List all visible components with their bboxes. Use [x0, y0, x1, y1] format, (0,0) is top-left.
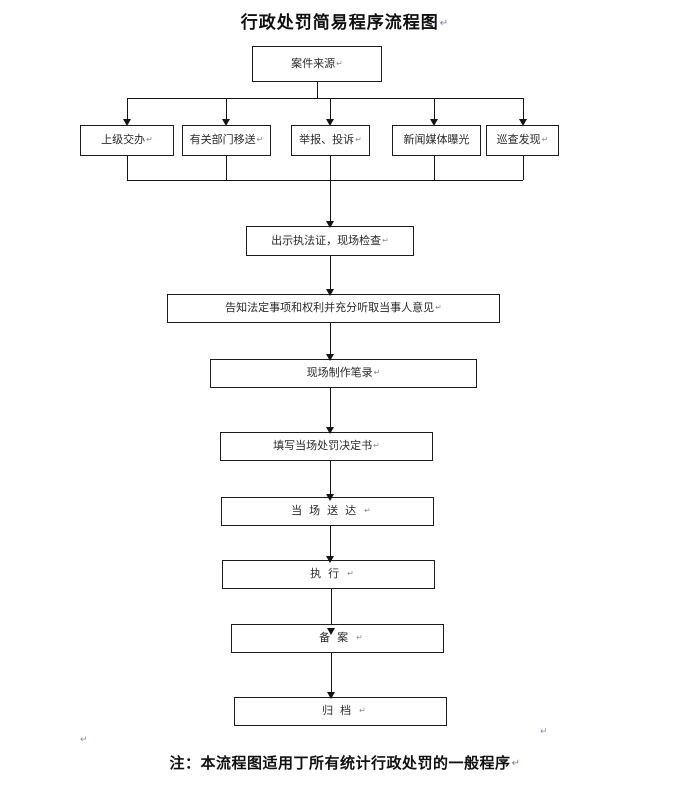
edge-branch-bus-top — [127, 98, 523, 99]
paragraph-mark-icon: ↵ — [382, 235, 389, 245]
edge-deliver-to-execute — [330, 526, 331, 563]
arrowhead-icon — [326, 221, 334, 228]
node-label: 当场送达 — [291, 504, 364, 518]
node-label: 告知法定事项和权利并充分听取当事人意见 — [225, 301, 435, 315]
edge-from-branch1 — [127, 156, 128, 180]
edge-inform-to-record — [330, 323, 331, 360]
arrowhead-icon — [326, 289, 334, 296]
edge-from-branch5 — [523, 156, 524, 180]
page-title: 行政处罚简易程序流程图↵ — [0, 8, 690, 33]
paragraph-mark-icon: ↵ — [435, 303, 442, 313]
edge-filing-to-archive — [331, 653, 332, 699]
paragraph-mark-icon: ↵ — [356, 633, 363, 643]
edge-branch-bus-bottom — [127, 180, 523, 181]
edge-to-branch5 — [523, 98, 524, 122]
edge-from-branch4 — [434, 156, 435, 180]
node-label: 填写当场处罚决定书 — [273, 439, 373, 453]
node-show-credentials-inspection[interactable]: 出示执法证，现场检查↵ — [246, 226, 414, 256]
paragraph-mark-icon: ↵ — [511, 758, 521, 769]
node-label: 执行 — [310, 567, 347, 581]
paragraph-mark-icon: ↵ — [540, 727, 548, 737]
edge-decision-to-deliver — [330, 461, 331, 500]
arrowhead-icon — [326, 119, 334, 126]
arrowhead-icon — [519, 119, 527, 126]
paragraph-mark-icon: ↵ — [146, 135, 153, 145]
edge-bus-to-inspect — [330, 180, 331, 226]
node-patrol-discovery[interactable]: 巡查发现↵ — [486, 125, 559, 156]
node-inform-rights[interactable]: 告知法定事项和权利并充分听取当事人意见↵ — [167, 294, 500, 323]
node-label: 举报、投诉 — [299, 133, 355, 147]
paragraph-mark-icon: ↵ — [336, 58, 343, 68]
node-label: 有关部门移送 — [189, 133, 256, 147]
node-media-exposure[interactable]: 新闻媒体曝光 — [392, 125, 481, 156]
edge-from-branch3 — [330, 156, 331, 180]
node-label: 案件来源 — [291, 56, 336, 70]
edge-record-to-decision — [330, 388, 331, 433]
node-label: 上级交办 — [101, 133, 146, 147]
node-label: 备案 — [319, 631, 356, 645]
node-label: 新闻媒体曝光 — [403, 133, 470, 147]
paragraph-mark-icon: ↵ — [373, 368, 381, 378]
arrowhead-icon — [327, 692, 335, 699]
edge-to-branch1 — [127, 98, 128, 122]
edge-execute-to-filing — [331, 589, 332, 634]
node-case-source[interactable]: 案件来源↵ — [252, 46, 382, 82]
node-onsite-transcript[interactable]: 现场制作笔录↵ — [210, 359, 477, 388]
node-onsite-delivery[interactable]: 当场送达↵ — [221, 497, 434, 526]
paragraph-mark-icon: ↵ — [359, 706, 366, 716]
arrowhead-icon — [326, 354, 334, 361]
paragraph-mark-icon: ↵ — [347, 569, 354, 579]
paragraph-mark-icon: ↵ — [541, 135, 549, 145]
arrowhead-icon — [222, 119, 230, 126]
arrowhead-icon — [326, 494, 334, 501]
node-report-complaint[interactable]: 举报、投诉↵ — [291, 125, 370, 156]
node-filing[interactable]: 备案↵ — [231, 624, 444, 653]
paragraph-mark-icon: ↵ — [373, 441, 380, 451]
footer-note: 注：本流程图适用丁所有统计行政处罚的一般程序↵ — [0, 752, 690, 773]
edge-to-branch3 — [330, 98, 331, 122]
arrowhead-icon — [326, 556, 334, 563]
paragraph-mark-icon: ↵ — [355, 135, 362, 145]
node-label: 出示执法证，现场检查 — [271, 233, 382, 247]
arrowhead-icon — [327, 628, 335, 635]
page-title-text: 行政处罚简易程序流程图 — [240, 13, 439, 33]
paragraph-mark-icon: ↵ — [439, 18, 450, 29]
paragraph-mark-icon: ↵ — [256, 135, 264, 145]
arrowhead-icon — [326, 427, 334, 434]
node-department-transfer[interactable]: 有关部门移送↵ — [182, 125, 271, 156]
node-superior-assignment[interactable]: 上级交办↵ — [80, 125, 174, 156]
edge-to-branch4 — [434, 98, 435, 122]
paragraph-mark-icon: ↵ — [364, 506, 371, 516]
arrowhead-icon — [430, 119, 438, 126]
edge-source-down — [317, 82, 318, 98]
node-execute[interactable]: 执行↵ — [222, 560, 435, 589]
arrowhead-icon — [123, 119, 131, 126]
node-penalty-decision-form[interactable]: 填写当场处罚决定书↵ — [220, 432, 433, 461]
paragraph-mark-icon: ↵ — [80, 735, 88, 745]
node-label: 巡查发现 — [496, 133, 541, 147]
node-label: 现场制作笔录 — [306, 366, 373, 380]
edge-to-branch2 — [226, 98, 227, 122]
edge-inspect-to-inform — [330, 256, 331, 295]
node-label: 归档 — [322, 704, 359, 718]
node-archive[interactable]: 归档↵ — [234, 697, 447, 726]
edge-from-branch2 — [226, 156, 227, 180]
footer-note-text: 注：本流程图适用丁所有统计行政处罚的一般程序 — [169, 754, 511, 772]
